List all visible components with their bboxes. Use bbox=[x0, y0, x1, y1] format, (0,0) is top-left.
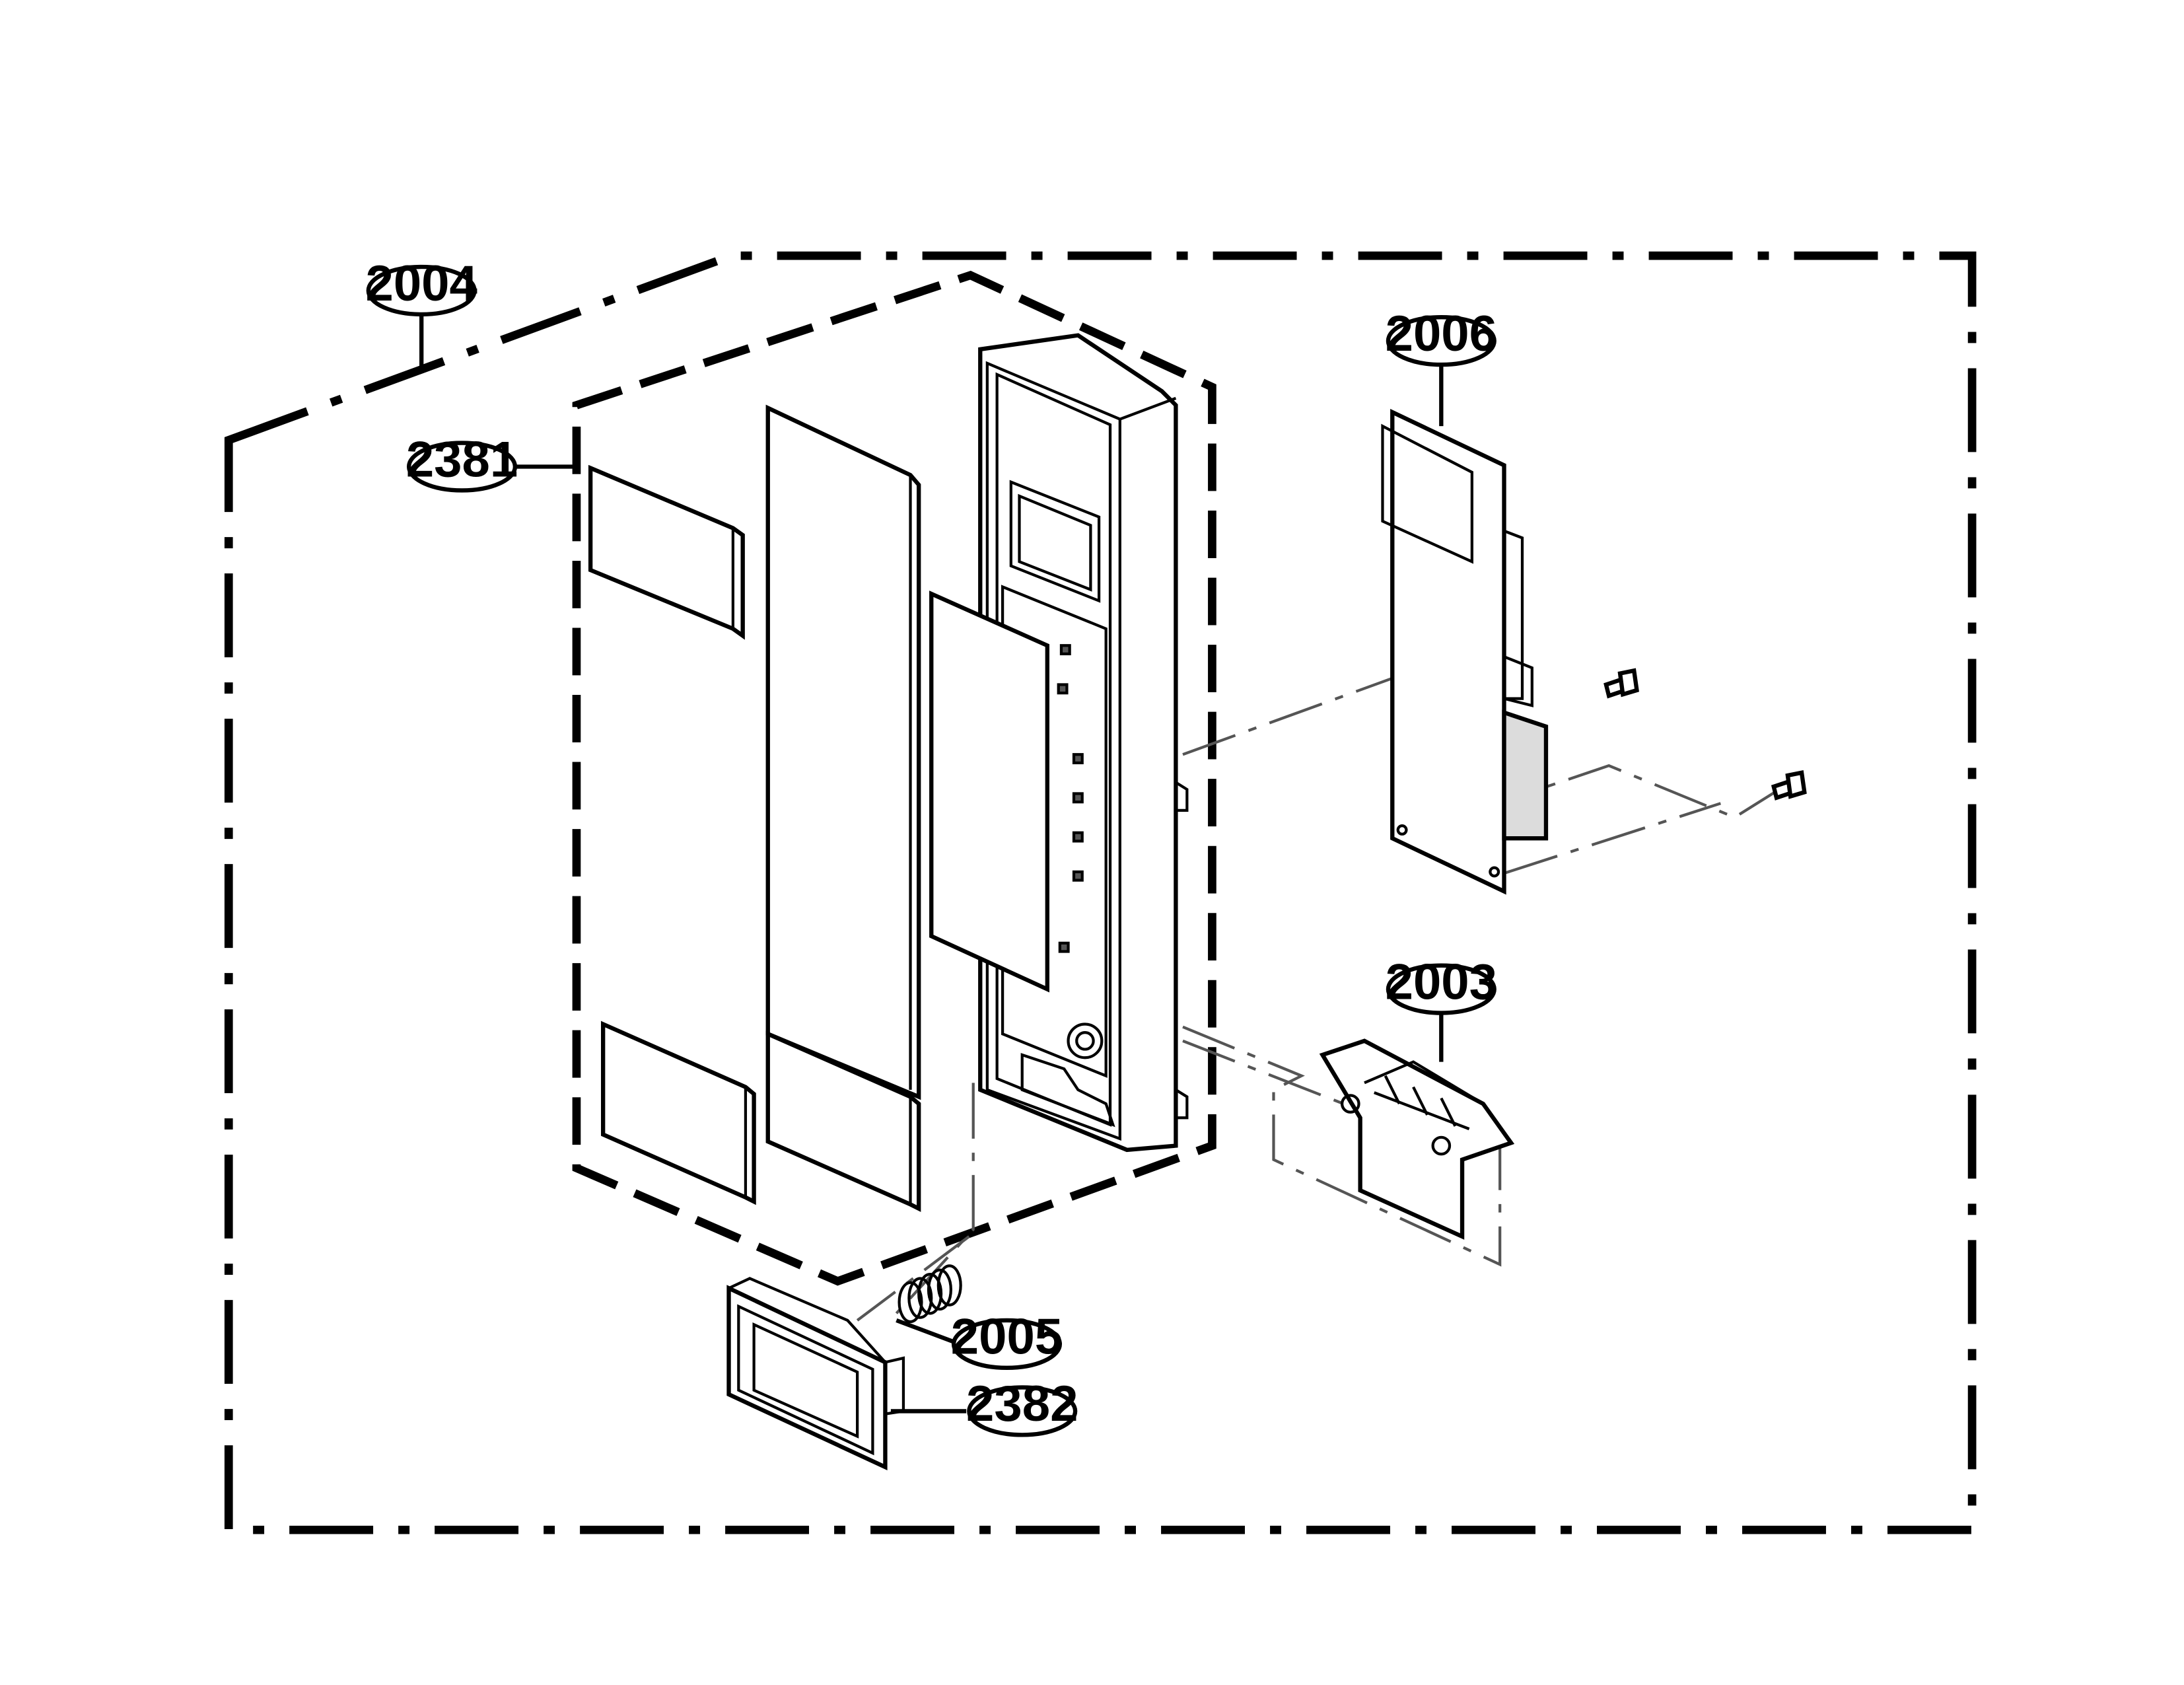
screw-bottom bbox=[1771, 770, 1807, 801]
svg-text:2003: 2003 bbox=[1386, 954, 1497, 1010]
pcb-assembly-2006 bbox=[1381, 408, 1549, 895]
door-lever-2003 bbox=[1319, 1038, 1515, 1240]
callout-2382: 2382 bbox=[966, 1376, 1078, 1437]
membrane-switch bbox=[929, 591, 1084, 993]
callout-2003: 2003 bbox=[1386, 954, 1497, 1015]
callout-2005: 2005 bbox=[951, 1309, 1063, 1371]
assembly-boundary-2004 bbox=[224, 251, 1977, 1534]
keypad-small-top bbox=[588, 464, 745, 640]
callout-2381: 2381 bbox=[406, 431, 518, 493]
svg-text:2006: 2006 bbox=[1386, 306, 1497, 362]
window-film-panel bbox=[765, 404, 921, 1100]
screw-top bbox=[1603, 668, 1639, 699]
svg-text:2381: 2381 bbox=[406, 431, 518, 487]
svg-text:2004: 2004 bbox=[365, 256, 477, 312]
callout-2006: 2006 bbox=[1386, 306, 1497, 367]
svg-text:2382: 2382 bbox=[966, 1376, 1078, 1432]
keypad-small-bottom bbox=[600, 1021, 756, 1205]
assembly-guide-lines bbox=[856, 669, 1792, 1322]
svg-text:2005: 2005 bbox=[951, 1309, 1063, 1365]
leader-lines bbox=[419, 314, 1444, 1414]
assembly-boundary-2381 bbox=[572, 270, 1216, 1286]
lower-panel bbox=[765, 1030, 921, 1212]
spring-2005 bbox=[898, 1264, 962, 1324]
callout-2004: 2004 bbox=[365, 256, 477, 317]
